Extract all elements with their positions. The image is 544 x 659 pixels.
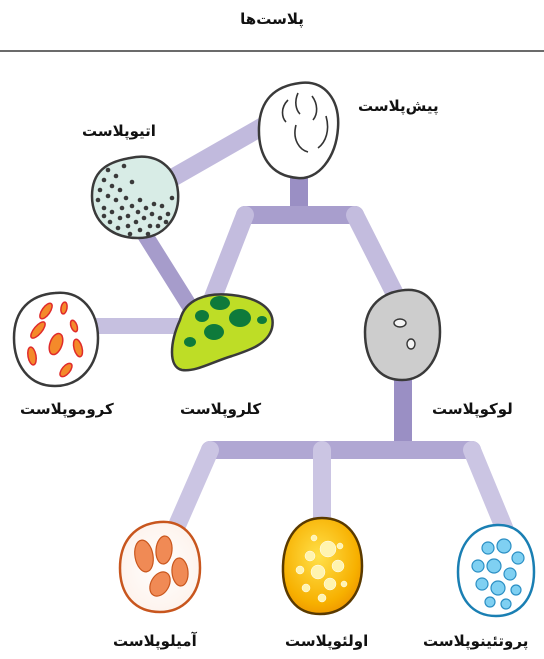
connector-etioplast-chloroplast (145, 235, 192, 310)
label-chromoplast: کروموپلاست (20, 400, 114, 418)
label-etioplast: اتیوپلاست (82, 122, 156, 140)
amyloplast-shape (120, 522, 200, 612)
leucoplast-shape (365, 290, 440, 380)
connector-proplastid-etioplast (160, 125, 265, 185)
connector-to-proteinoplast (472, 450, 505, 530)
chromoplast-shape (14, 293, 98, 386)
label-proplastid: پیش‌پلاست (358, 97, 439, 115)
label-amyloplast: آمیلوپلاست (113, 632, 197, 650)
chloroplast-shape (172, 294, 273, 370)
label-proteinoplast: پروتئینوپلاست (423, 632, 528, 650)
connector-to-chloroplast (210, 215, 245, 305)
connector-to-amyloplast (175, 450, 210, 530)
label-leucoplast: لوکوپلاست (432, 400, 513, 418)
elaioplast-shape (283, 518, 362, 614)
connector-to-leucoplast (355, 215, 398, 300)
proplastid-shape (259, 83, 338, 178)
label-elaioplast: اولئوپلاست (285, 632, 368, 650)
proteinoplast-shape (458, 525, 534, 616)
etioplast-shape (92, 157, 178, 238)
label-chloroplast: کلروپلاست (180, 400, 261, 418)
